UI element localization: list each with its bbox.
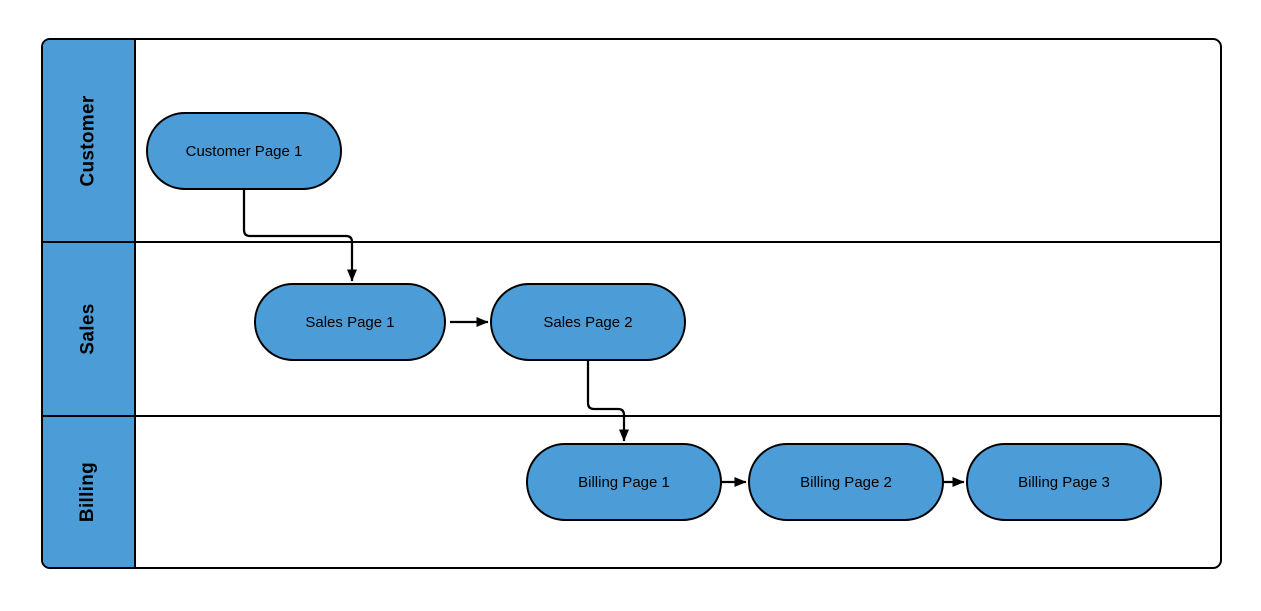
node-label-sales-page-1: Sales Page 1 <box>305 313 395 331</box>
lane-header-billing: Billing <box>43 417 136 567</box>
lane-label-billing: Billing <box>77 461 99 523</box>
node-label-billing-page-1: Billing Page 1 <box>578 473 670 491</box>
node-sales-page-2: Sales Page 2 <box>490 283 686 361</box>
node-label-customer-page-1: Customer Page 1 <box>185 142 303 160</box>
diagram-canvas: Customer Sales Billing Cust <box>41 38 1222 569</box>
lane-customer: Customer <box>43 40 1220 243</box>
lane-header-customer: Customer <box>43 40 136 241</box>
node-billing-page-2: Billing Page 2 <box>748 443 944 521</box>
lane-label-customer: Customer <box>77 94 99 187</box>
node-sales-page-1: Sales Page 1 <box>254 283 446 361</box>
node-customer-page-1: Customer Page 1 <box>146 112 342 190</box>
lane-label-sales: Sales <box>77 303 99 355</box>
node-billing-page-1: Billing Page 1 <box>526 443 722 521</box>
lane-billing: Billing <box>43 417 1220 567</box>
node-label-billing-page-3: Billing Page 3 <box>1018 473 1110 491</box>
lane-sales: Sales <box>43 243 1220 417</box>
node-label-billing-page-2: Billing Page 2 <box>800 473 892 491</box>
node-billing-page-3: Billing Page 3 <box>966 443 1162 521</box>
lane-header-sales: Sales <box>43 243 136 415</box>
node-label-sales-page-2: Sales Page 2 <box>543 313 633 331</box>
